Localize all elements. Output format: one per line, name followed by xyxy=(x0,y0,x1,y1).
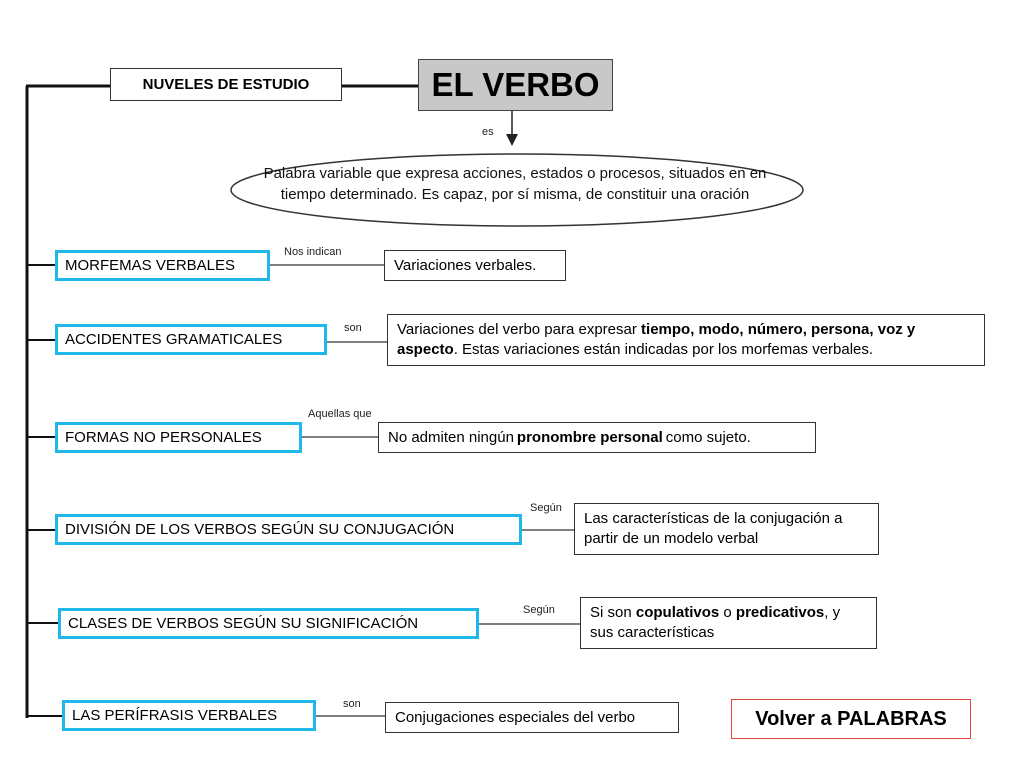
description-box: Conjugaciones especiales del verbo xyxy=(385,702,679,733)
description-box: Variaciones del verbo para expresar tiem… xyxy=(387,314,985,366)
category-clases-significacion: CLASES DE VERBOS SEGÚN SU SIGNIFICACIÓN xyxy=(58,608,479,639)
description-box: No admiten ningún pronombre personal com… xyxy=(378,422,816,453)
definition-text: Palabra variable que expresa acciones, e… xyxy=(263,165,767,203)
levels-label: NUVELES DE ESTUDIO xyxy=(110,68,342,101)
category-division-conjugacion: DIVISIÓN DE LOS VERBOS SEGÚN SU CONJUGAC… xyxy=(55,514,522,545)
back-to-palabras-button[interactable]: Volver a PALABRAS xyxy=(731,699,971,739)
description-box: Las características de la conjugación a … xyxy=(574,503,879,555)
category-formas-no-personales: FORMAS NO PERSONALES xyxy=(55,422,302,453)
definition-connector: es xyxy=(482,126,494,138)
definition-ellipse xyxy=(230,153,804,227)
description-box: Si son copulativos o predicativos, y sus… xyxy=(580,597,877,649)
category-accidentes-gramaticales: ACCIDENTES GRAMATICALES xyxy=(55,324,327,355)
page-title: EL VERBO xyxy=(418,59,613,111)
connector-label: Aquellas que xyxy=(308,408,372,420)
connector-label: Nos indican xyxy=(284,246,342,258)
connector-label: son xyxy=(343,698,361,710)
category-perifrasis-verbales: LAS PERÍFRASIS VERBALES xyxy=(62,700,316,731)
connector-label: son xyxy=(344,322,362,334)
connector-label: Según xyxy=(530,502,562,514)
connector-label: Según xyxy=(523,604,555,616)
category-morfemas-verbales: MORFEMAS VERBALES xyxy=(55,250,270,281)
description-box: Variaciones verbales. xyxy=(384,250,566,281)
